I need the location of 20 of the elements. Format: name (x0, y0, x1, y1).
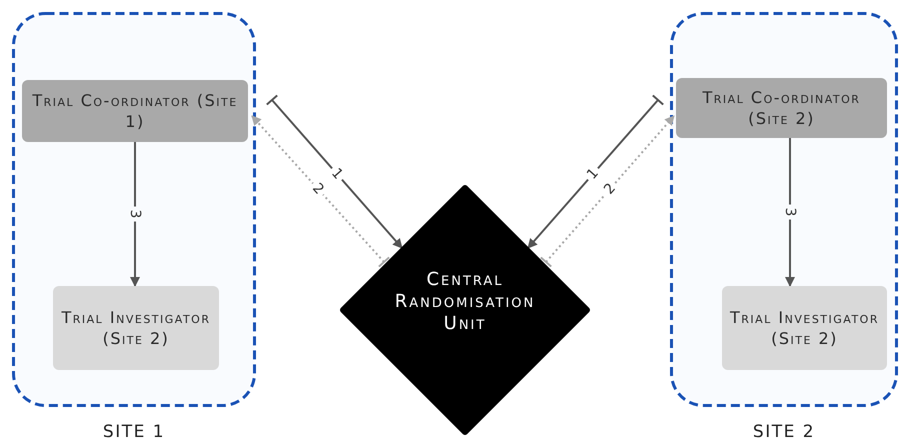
role-label: Trial Co-ordinator (Site 2) (702, 87, 862, 129)
arrow (266, 94, 403, 249)
arrow (540, 115, 675, 268)
arrow (130, 142, 140, 287)
edge-label: 3 (128, 206, 142, 222)
site-label: SITE 1 (102, 422, 166, 442)
role-box (676, 78, 887, 138)
role-label: Trial Investigator (Site 2) (60, 307, 212, 349)
site-label: SITE 2 (752, 422, 816, 442)
role-box (53, 286, 219, 370)
role-label: Trial Co-ordinator (Site 1) (31, 90, 239, 132)
decision-diamond (340, 185, 590, 435)
arrow (785, 138, 795, 287)
edge-label: 3 (783, 204, 797, 220)
role-box (722, 286, 887, 370)
role-label: Trial Investigator (Site 2) (729, 307, 880, 349)
arrow (251, 115, 390, 268)
unit-label: Central Randomisation Unit (394, 269, 536, 336)
role-box (22, 80, 248, 142)
arrow (527, 94, 664, 249)
